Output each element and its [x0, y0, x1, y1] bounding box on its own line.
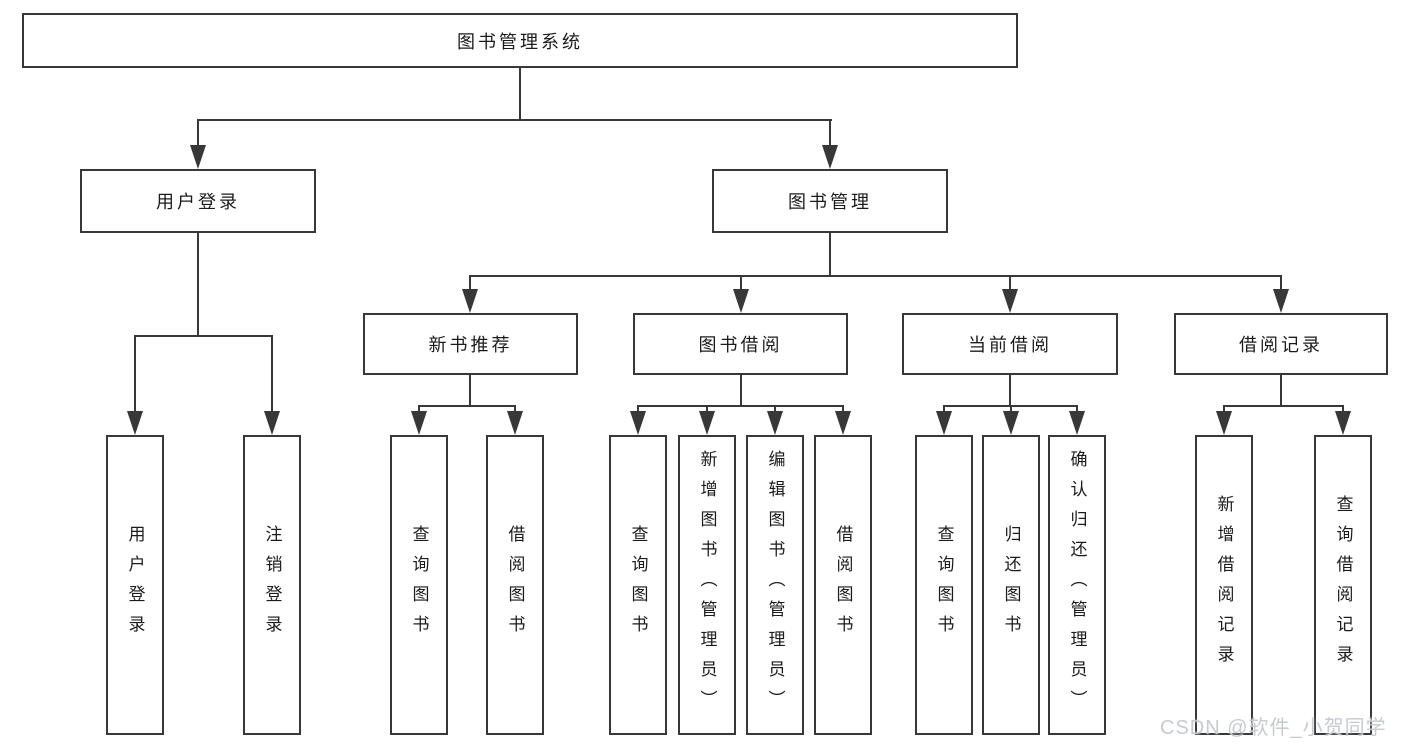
node-user-login-label: 用户登录	[156, 192, 240, 212]
connector-root-branch	[197, 119, 832, 121]
node-borrow-record-label: 借阅记录	[1239, 335, 1323, 355]
node-new-book-label: 新书推荐	[428, 335, 513, 355]
leaf-label: 归还图书	[1001, 525, 1021, 645]
arrow-down-icon	[507, 411, 523, 435]
leaf-label: 借阅图书	[505, 525, 525, 645]
leaf-label: 查询图书	[934, 525, 954, 645]
connector-borrow-record-branch	[1223, 405, 1343, 407]
leaf-query-books: 查询图书	[915, 435, 973, 735]
connector-new-book-branch	[418, 405, 516, 407]
connector-book-borrow-drop	[842, 405, 844, 413]
connector-book-borrow-drop	[706, 405, 708, 413]
arrow-down-icon	[1335, 411, 1351, 435]
node-book-mgmt-label: 图书管理	[788, 192, 872, 212]
arrow-down-icon	[1002, 289, 1018, 313]
arrow-down-icon	[1273, 289, 1289, 313]
node-book-borrow-label: 图书借阅	[698, 335, 783, 355]
arrow-down-icon	[699, 411, 715, 435]
arrow-down-icon	[936, 411, 952, 435]
connector-book-mgmt-drop	[1009, 275, 1011, 291]
leaf-label: 查询图书	[628, 525, 648, 645]
connector-book-borrow-drop	[637, 405, 639, 413]
arrow-down-icon	[127, 411, 143, 435]
node-user-login: 用户登录	[80, 169, 316, 233]
connector-book-mgmt-drop	[469, 275, 471, 291]
arrow-down-icon	[1003, 411, 1019, 435]
arrow-down-icon	[1069, 411, 1085, 435]
leaf-label: 查询借阅记录	[1333, 495, 1353, 675]
leaf-borrow-books: 借阅图书	[814, 435, 872, 735]
connector-user-login-drop	[134, 335, 136, 413]
connector-new-book-drop	[514, 405, 516, 413]
connector-root-right-drop	[829, 119, 831, 147]
arrow-down-icon	[462, 289, 478, 313]
connector-current-borrow-drop	[1010, 405, 1012, 413]
leaf-query-books: 查询图书	[390, 435, 448, 735]
arrow-down-icon	[767, 411, 783, 435]
connector-book-mgmt-branch	[470, 275, 1282, 277]
connector-new-book-drop	[418, 405, 420, 413]
arrow-down-icon	[630, 411, 646, 435]
connector-book-borrow-stem	[740, 375, 742, 407]
connector-current-borrow-drop	[943, 405, 945, 413]
leaf-edit-books-admin: 编辑图书（管理员）	[746, 435, 804, 735]
leaf-label: 注销登录	[262, 525, 282, 645]
leaf-confirm-return-admin: 确认归还（管理员）	[1048, 435, 1106, 735]
leaf-label: 新增借阅记录	[1214, 495, 1234, 675]
arrow-down-icon	[411, 411, 427, 435]
connector-user-login-stem	[197, 233, 199, 337]
leaf-logout: 注销登录	[243, 435, 301, 735]
connector-book-mgmt-drop	[1280, 275, 1282, 291]
connector-book-mgmt-drop	[740, 275, 742, 291]
leaf-borrow-books: 借阅图书	[486, 435, 544, 735]
arrow-down-icon	[190, 145, 206, 169]
arrow-down-icon	[835, 411, 851, 435]
node-book-mgmt: 图书管理	[712, 169, 948, 233]
connector-user-login-drop	[271, 335, 273, 413]
leaf-label: 新增图书（管理员）	[697, 450, 717, 720]
leaf-label: 编辑图书（管理员）	[765, 450, 785, 720]
leaf-label: 查询图书	[409, 525, 429, 645]
connector-root-stem	[519, 66, 521, 121]
connector-book-borrow-branch	[637, 405, 844, 407]
node-root: 图书管理系统	[22, 13, 1018, 68]
leaf-label: 用户登录	[125, 525, 145, 645]
connector-user-login-branch	[134, 335, 273, 337]
connector-borrow-record-drop	[1342, 405, 1344, 413]
connector-borrow-record-stem	[1280, 375, 1282, 407]
connector-borrow-record-drop	[1223, 405, 1225, 413]
leaf-query-borrow-record: 查询借阅记录	[1314, 435, 1372, 735]
node-current-borrow-label: 当前借阅	[968, 335, 1052, 355]
leaf-query-books: 查询图书	[609, 435, 667, 735]
connector-current-borrow-drop	[1076, 405, 1078, 413]
leaf-add-books-admin: 新增图书（管理员）	[678, 435, 736, 735]
connector-root-left-drop	[197, 119, 199, 147]
node-book-borrow: 图书借阅	[633, 313, 848, 375]
csdn-watermark: CSDN @软件_小贺同学	[1160, 717, 1387, 739]
arrow-down-icon	[733, 289, 749, 313]
arrow-down-icon	[264, 411, 280, 435]
leaf-add-borrow-record: 新增借阅记录	[1195, 435, 1253, 735]
connector-book-borrow-drop	[774, 405, 776, 413]
leaf-label: 确认归还（管理员）	[1067, 450, 1087, 720]
leaf-user-login: 用户登录	[106, 435, 164, 735]
leaf-return-books: 归还图书	[982, 435, 1040, 735]
node-new-book: 新书推荐	[363, 313, 578, 375]
connector-new-book-stem	[469, 375, 471, 407]
node-root-label: 图书管理系统	[457, 31, 583, 52]
arrow-down-icon	[822, 145, 838, 169]
connector-current-borrow-stem	[1009, 375, 1011, 407]
connector-book-mgmt-stem	[829, 233, 831, 277]
node-current-borrow: 当前借阅	[902, 313, 1118, 375]
arrow-down-icon	[1216, 411, 1232, 435]
node-borrow-record: 借阅记录	[1174, 313, 1388, 375]
leaf-label: 借阅图书	[833, 525, 853, 645]
